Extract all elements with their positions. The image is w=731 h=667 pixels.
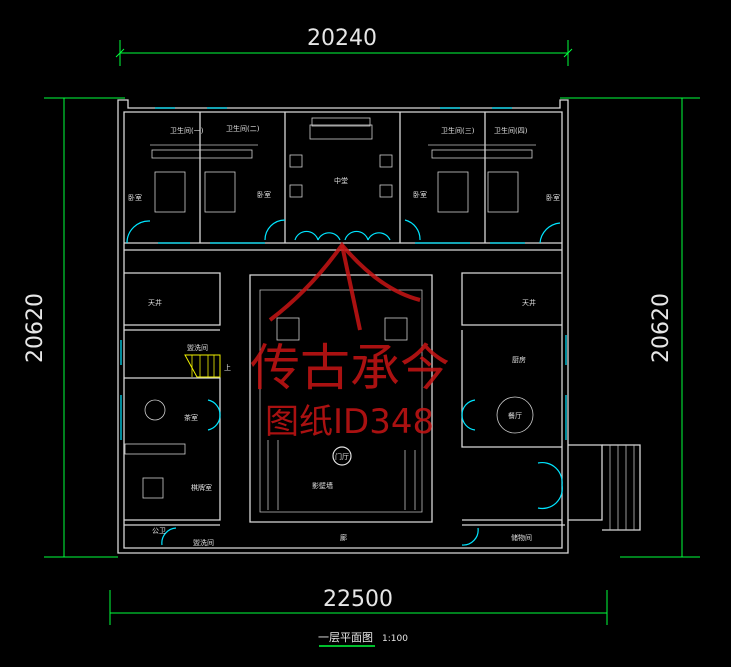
label-washroom: 盥洗间: [187, 343, 208, 352]
drawing-title: 一层平面图 1:100: [318, 631, 408, 647]
drawing-scale: 1:100: [382, 634, 408, 644]
watermark-line2: 图纸ID348: [265, 402, 434, 442]
dimension-bottom: 22500: [109, 587, 608, 625]
dimension-right-label: 20620: [649, 293, 674, 363]
dimension-top-label: 20240: [307, 26, 377, 51]
label-bath4: 卫生间(四): [494, 126, 528, 135]
furniture: [124, 117, 534, 499]
label-corridor: 廊: [340, 533, 347, 542]
label-courtyard-right: 天井: [522, 298, 536, 307]
label-tea-room: 茶室: [184, 413, 198, 422]
label-stair-up: 上: [224, 363, 231, 372]
dimension-bottom-label: 22500: [323, 587, 393, 612]
watermark: 传古承今 图纸ID348: [250, 241, 450, 442]
dimension-right: 20620: [560, 97, 700, 558]
label-washroom2: 盥洗间: [193, 538, 214, 547]
drawing-title-text: 一层平面图: [318, 631, 373, 644]
label-chess-room: 棋牌室: [191, 483, 212, 492]
label-courtyard-left: 天井: [148, 298, 162, 307]
label-foyer: 门厅: [335, 452, 349, 461]
label-bedroom2: 卧室: [257, 190, 271, 199]
label-screen-wall: 影壁墙: [312, 481, 333, 490]
label-hall: 中堂: [334, 176, 348, 185]
label-bath2: 卫生间(二): [226, 124, 260, 133]
watermark-line1: 传古承今: [250, 339, 450, 397]
dimension-top: 20240: [115, 26, 573, 66]
label-bedroom1: 卧室: [128, 193, 142, 202]
dimension-left-label: 20620: [23, 293, 48, 363]
label-storage: 储物间: [511, 533, 532, 542]
windows-doors: [120, 107, 567, 546]
label-bedroom4: 卧室: [546, 193, 560, 202]
label-public-wc: 公卫: [152, 527, 166, 535]
dimension-left: 20620: [23, 97, 125, 558]
label-kitchen: 厨房: [512, 355, 526, 364]
label-bedroom3: 卧室: [413, 190, 427, 199]
label-bath3: 卫生间(三): [441, 126, 475, 135]
label-bath1: 卫生间(一): [170, 126, 204, 135]
room-labels: 卫生间(一) 卫生间(二) 卫生间(三) 卫生间(四) 卧室 卧室 卧室 卧室 …: [128, 124, 560, 547]
label-dining: 餐厅: [508, 411, 522, 420]
